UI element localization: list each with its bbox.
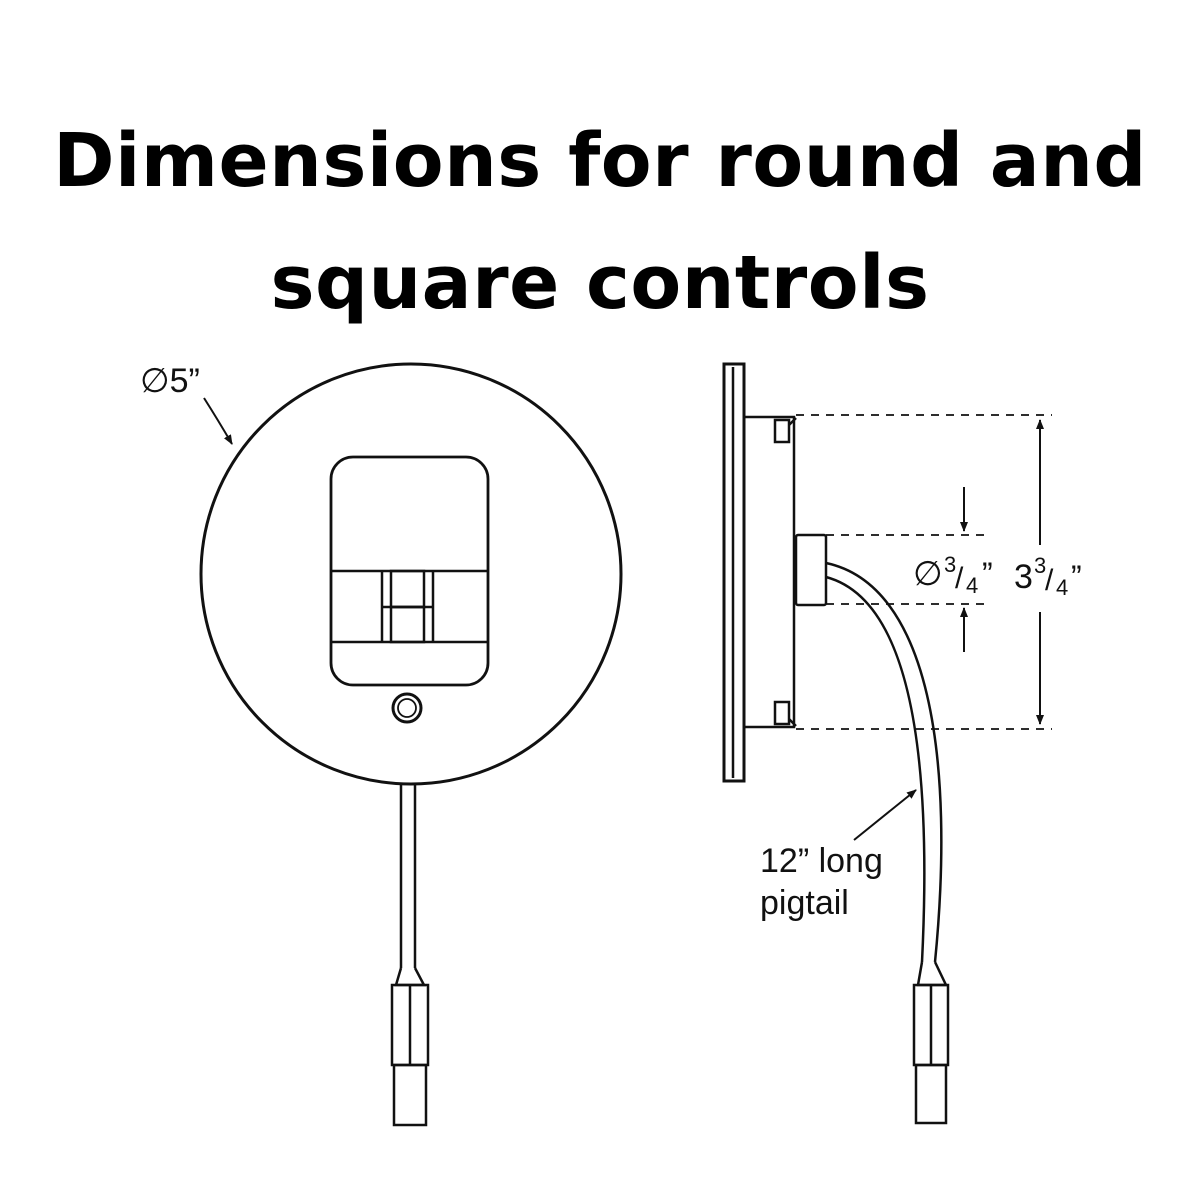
sensor-diameter-denominator: 4 xyxy=(966,573,978,598)
upper-screw-line xyxy=(788,417,797,426)
button-inner xyxy=(397,698,417,718)
upper-screw xyxy=(773,418,791,444)
back-housing xyxy=(742,415,796,729)
lower-screw xyxy=(773,700,791,726)
height-label: 3 3 / 4 ” xyxy=(1014,553,1082,600)
connector-tip xyxy=(392,1063,428,1127)
lens-lower-window xyxy=(389,605,426,644)
side-view xyxy=(722,362,950,1125)
sensor-diameter-numerator: 3 xyxy=(944,552,956,577)
pigtail-label-line-1: 12” long xyxy=(760,842,883,880)
lens-upper-window xyxy=(389,569,426,609)
sensor-diameter-slash: / xyxy=(955,562,964,595)
pigtail-label-line-2: pigtail xyxy=(760,884,849,922)
pigtail-leader-arrow xyxy=(853,789,917,841)
title-line-1: Dimensions for round and xyxy=(53,118,1147,204)
side-cable-inner xyxy=(825,575,926,963)
height-inch: ” xyxy=(1071,559,1082,595)
sensor-diameter-symbol: ∅ xyxy=(913,555,943,593)
connector-taper xyxy=(394,967,427,987)
sensor-boss xyxy=(794,533,828,607)
page-title: Dimensions for round and square controls xyxy=(0,100,1200,344)
height-whole: 3 xyxy=(1014,558,1033,596)
round-diameter-label: ∅5” xyxy=(140,362,200,400)
side-cable-outer xyxy=(825,561,943,963)
round-plate-outline xyxy=(199,362,623,786)
height-numerator: 3 xyxy=(1034,553,1046,578)
title-line-2: square controls xyxy=(270,240,930,326)
lower-screw-line xyxy=(788,718,797,727)
side-connector-tip xyxy=(914,1063,948,1125)
diameter-leader-arrow xyxy=(203,397,233,445)
dimension-extension-lines xyxy=(796,414,1052,730)
front-view xyxy=(199,362,623,1127)
side-connector-taper xyxy=(916,961,948,987)
button-icon xyxy=(391,692,423,724)
height-slash: / xyxy=(1045,564,1054,597)
sensor-diameter-label: ∅ 3 / 4 ” xyxy=(913,552,993,598)
sensor-diameter-inch: ” xyxy=(982,556,993,592)
height-denominator: 4 xyxy=(1056,575,1068,600)
